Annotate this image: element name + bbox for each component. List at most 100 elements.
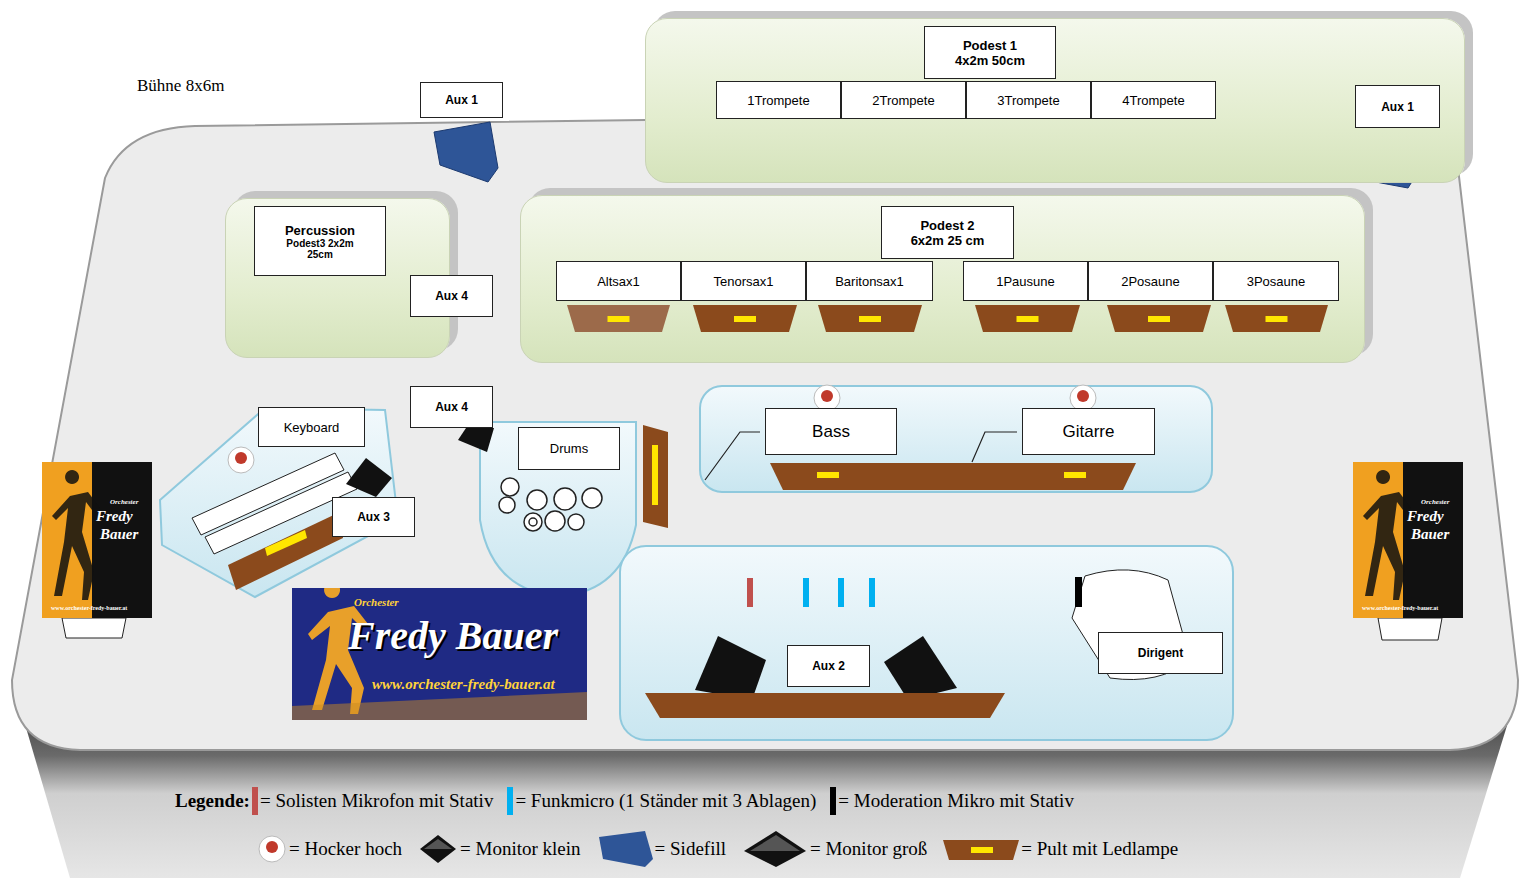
instrument-label: 2Trompete bbox=[872, 93, 934, 108]
instrument-label: Aux 2 bbox=[812, 659, 845, 673]
instrument-box: Drums bbox=[518, 427, 620, 470]
legend-text: = Sidefill bbox=[655, 838, 726, 860]
instrument-label: Tenorsax1 bbox=[714, 274, 774, 289]
drum-desk bbox=[643, 425, 668, 528]
logo-text: www.orchester-fredy-bauer.at bbox=[1362, 605, 1438, 611]
instrument-box: Gitarre bbox=[1022, 408, 1155, 455]
instrument-label: Aux 1 bbox=[1381, 100, 1414, 114]
stage-podest: Podest 2 6x2m 25 cm Altsax1 Tenorsax1 Barit… bbox=[520, 195, 1365, 363]
instrument-box: 3Posaune bbox=[1213, 261, 1339, 301]
instrument-box: 2Posaune bbox=[1088, 261, 1213, 301]
legend-symbol bbox=[740, 829, 810, 869]
podest-heading: Podest 1 4x2m 50cm bbox=[924, 26, 1056, 79]
monitor-label-box: Aux 3 bbox=[332, 497, 415, 537]
legend-item: = Solisten Mikrofon mit Stativ bbox=[252, 785, 493, 817]
podest-label: Podest 1 4x2m 50cm bbox=[945, 38, 1035, 68]
instrument-label: Dirigent bbox=[1138, 646, 1183, 660]
legend-row: Legende: = Solisten Mikrofon mit Stativ = … bbox=[175, 783, 1192, 819]
instrument-box: 3Trompete bbox=[966, 81, 1091, 119]
instrument-label: 4Trompete bbox=[1122, 93, 1184, 108]
legend-item: = Pult mit Ledlampe bbox=[941, 834, 1178, 864]
legend-symbol bbox=[595, 829, 655, 869]
legend-text: = Hocker hoch bbox=[289, 838, 402, 860]
stage-floor bbox=[12, 110, 1518, 750]
monitor-label-box: Dirigent bbox=[1098, 632, 1223, 674]
logo-stand bbox=[62, 618, 126, 638]
legend-row: = Hocker hoch = Monitor klein = Sidefill = … bbox=[255, 831, 1192, 867]
instrument-box: Keyboard bbox=[258, 407, 365, 447]
logo-banner: OrchesterFredy Bauer www.orchester-fredy-… bbox=[292, 588, 587, 720]
legend-text: = Solisten Mikrofon mit Stativ bbox=[260, 790, 493, 812]
legend-text: = Pult mit Ledlampe bbox=[1021, 838, 1178, 860]
instrument-box: 2Trompete bbox=[841, 81, 966, 119]
instrument-label: Baritonsax1 bbox=[835, 274, 904, 289]
logo-banner: OrchesterFredyBauerwww.orchester-fredy-b… bbox=[42, 462, 152, 618]
instrument-label: Drums bbox=[550, 441, 588, 456]
logo-text: Bauer bbox=[100, 526, 138, 543]
instrument-label: Aux 1 bbox=[445, 93, 478, 107]
legend-symbol bbox=[416, 833, 460, 865]
logo-text: www.orchester-fredy-bauer.at bbox=[51, 605, 127, 611]
legend-swatch bbox=[252, 785, 260, 817]
legend-item: = Funkmicro (1 Ständer mit 3 Ablagen) bbox=[507, 785, 816, 817]
legend-item: = Hocker hoch bbox=[255, 833, 402, 865]
legend-item: = Monitor groß bbox=[740, 829, 927, 869]
legend-swatch bbox=[507, 785, 515, 817]
logo-text: Fredy bbox=[96, 508, 133, 525]
stage-podest: Podest 1 4x2m 50cm 1Trompete 2Trompete 3Tro… bbox=[645, 18, 1465, 183]
instrument-label: 1Pausune bbox=[996, 274, 1055, 289]
legend-text: = Monitor klein bbox=[460, 838, 581, 860]
monitor-label-box: Aux 1 bbox=[420, 82, 503, 118]
front-riser bbox=[620, 546, 1233, 740]
legend-text: = Monitor groß bbox=[810, 838, 927, 860]
drum-riser bbox=[480, 422, 636, 596]
monitor-label-box: Aux 4 bbox=[410, 275, 493, 317]
instrument-box: Bass bbox=[765, 408, 897, 455]
instrument-label: Bass bbox=[812, 422, 850, 442]
legend-symbol bbox=[255, 833, 289, 865]
stage-size: Bühne 8x6m bbox=[137, 76, 224, 96]
podest-label: Percussion bbox=[285, 223, 355, 238]
legend-symbol bbox=[941, 834, 1021, 864]
legend-item: = Moderation Mikro mit Stativ bbox=[830, 785, 1074, 817]
instrument-box: 4Trompete bbox=[1091, 81, 1216, 119]
legend-swatch bbox=[830, 785, 838, 817]
bass-guitar-area bbox=[705, 385, 1136, 490]
podest-heading: PercussionPodest3 2x2m 25cm bbox=[254, 206, 386, 276]
instrument-box: 1Trompete bbox=[716, 81, 841, 119]
monitor-label-box: Aux 2 bbox=[787, 645, 870, 687]
instrument-label: 3Trompete bbox=[997, 93, 1059, 108]
legend: Legende: = Solisten Mikrofon mit Stativ = … bbox=[175, 783, 1192, 879]
logo-text: www.orchester-fredy-bauer.at bbox=[372, 676, 555, 693]
instrument-label: Gitarre bbox=[1063, 422, 1115, 442]
instrument-label: Aux 4 bbox=[435, 289, 468, 303]
instrument-label: 3Posaune bbox=[1247, 274, 1306, 289]
instrument-label: 2Posaune bbox=[1121, 274, 1180, 289]
logo-text: Orchester bbox=[354, 596, 399, 608]
keyboard-instrument bbox=[192, 447, 392, 590]
legend-item: = Monitor klein bbox=[416, 833, 581, 865]
instrument-label: Aux 3 bbox=[357, 510, 390, 524]
monitor-label-box: Aux 4 bbox=[410, 386, 493, 428]
instrument-box: 1Pausune bbox=[963, 261, 1088, 301]
logo-text: Fredy Bauer bbox=[348, 612, 558, 659]
instrument-label: Aux 4 bbox=[435, 400, 468, 414]
monitor-label-box: Aux 1 bbox=[1355, 85, 1440, 128]
logo-text: Orchester bbox=[1421, 498, 1449, 506]
legend-heading: Legende: bbox=[175, 790, 250, 812]
instrument-box: Altsax1 bbox=[556, 261, 681, 301]
podest-label: Podest 2 6x2m 25 cm bbox=[903, 218, 993, 248]
logo-banner: OrchesterFredyBauerwww.orchester-fredy-b… bbox=[1353, 462, 1463, 618]
logo-text: Bauer bbox=[1411, 526, 1449, 543]
podest-label: Podest3 2x2m 25cm bbox=[280, 238, 360, 260]
instrument-label: 1Trompete bbox=[747, 93, 809, 108]
legend-text: = Moderation Mikro mit Stativ bbox=[838, 790, 1074, 812]
bass-riser bbox=[700, 386, 1212, 492]
instrument-box: Tenorsax1 bbox=[681, 261, 806, 301]
podest-heading: Podest 2 6x2m 25 cm bbox=[881, 206, 1014, 259]
sidefill bbox=[434, 122, 498, 182]
instrument-label: Altsax1 bbox=[597, 274, 640, 289]
legend-text: = Funkmicro (1 Ständer mit 3 Ablagen) bbox=[515, 790, 816, 812]
instrument-box: Baritonsax1 bbox=[806, 261, 933, 301]
